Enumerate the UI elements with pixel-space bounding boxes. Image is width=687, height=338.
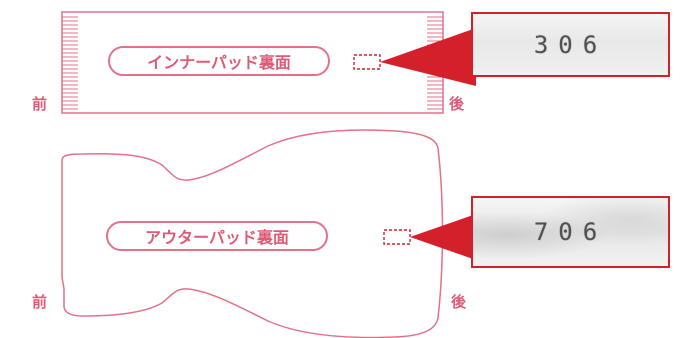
inner-pad-code-photo: 306 [471,12,670,77]
outer-pad-code-marker [383,229,411,245]
inner-pad-code-marker [353,54,381,70]
inner-pad-front-label: 前 [32,95,48,113]
outer-pad-code-photo: 706 [471,196,670,268]
inner-pad-name-label: インナーパッド裏面 [108,46,330,76]
inner-pad-callout-pointer [380,28,476,86]
outer-pad-outline [61,129,444,338]
outer-pad-front-label: 前 [32,293,48,311]
outer-pad-callout-pointer [410,214,476,260]
inner-pad-back-label: 後 [449,95,465,113]
outer-pad-back-label: 後 [451,293,467,311]
inner-pad-left-seal-hatch [62,16,78,110]
inner-pad-code-text: 306 [533,30,608,59]
outer-pad-name-label: アウターパッド裏面 [106,221,328,251]
outer-pad-code-text: 706 [533,218,608,246]
